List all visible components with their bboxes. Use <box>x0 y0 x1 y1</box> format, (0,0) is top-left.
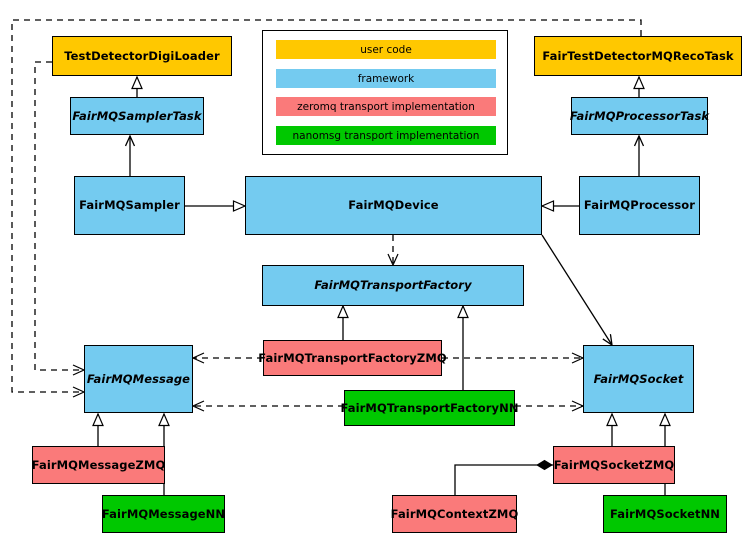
class-label: FairMQSamplerTask <box>72 108 202 123</box>
legend-label-nanomsg: nanomsg transport implementation <box>292 129 480 142</box>
class-label: FairMQSampler <box>79 198 180 213</box>
class-label: FairMQMessageZMQ <box>31 457 166 472</box>
class-label: FairMQSocketZMQ <box>553 457 675 472</box>
class-node-testdetectordigiloader[interactable]: TestDetectorDigiLoader <box>52 36 232 76</box>
class-label: FairMQTransportFactoryNN <box>340 400 519 415</box>
legend-label-framework: framework <box>357 72 415 85</box>
class-node-fairmqprocessor[interactable]: FairMQProcessor <box>579 176 700 235</box>
class-node-fairmqmessagezmq[interactable]: FairMQMessageZMQ <box>32 446 165 484</box>
class-node-fairmqsocketzmq[interactable]: FairMQSocketZMQ <box>553 446 675 484</box>
class-label: FairMQContextZMQ <box>390 506 519 521</box>
class-label: FairTestDetectorMQRecoTask <box>542 48 734 63</box>
class-label: FairMQMessageNN <box>101 506 226 521</box>
class-node-fairmqprocessortask[interactable]: FairMQProcessorTask <box>569 97 710 135</box>
class-node-fairmqsamplertask[interactable]: FairMQSamplerTask <box>70 97 204 135</box>
class-node-fairmqtransportfactoryzmq[interactable]: FairMQTransportFactoryZMQ <box>258 340 447 376</box>
class-label: FairMQTransportFactoryZMQ <box>258 350 447 365</box>
class-node-fairmqmessagenn[interactable]: FairMQMessageNN <box>102 495 225 533</box>
legend-box: user code framework zeromq transport imp… <box>262 30 508 155</box>
class-label: FairMQProcessor <box>583 198 696 213</box>
legend-item-nanomsg: nanomsg transport implementation <box>276 126 496 145</box>
class-label: FairMQTransportFactory <box>314 278 472 293</box>
class-node-fairtestdetectormqrecotask[interactable]: FairTestDetectorMQRecoTask <box>534 36 742 76</box>
class-node-fairmqsocketnn[interactable]: FairMQSocketNN <box>603 495 727 533</box>
class-node-fairmqdevice[interactable]: FairMQDevice <box>245 176 542 235</box>
legend-item-framework: framework <box>276 69 496 88</box>
edge-device-socket <box>541 234 612 345</box>
class-label: TestDetectorDigiLoader <box>64 48 220 63</box>
class-node-fairmqtransportfactory[interactable]: FairMQTransportFactory <box>262 265 524 306</box>
legend-label-user-code: user code <box>360 43 412 56</box>
class-label: FairMQProcessorTask <box>569 108 710 123</box>
legend-item-user-code: user code <box>276 40 496 59</box>
legend-label-zeromq: zeromq transport implementation <box>297 100 475 113</box>
legend-item-zeromq: zeromq transport implementation <box>276 97 496 116</box>
class-node-fairmqtransportfactorynn[interactable]: FairMQTransportFactoryNN <box>340 390 518 426</box>
class-node-fairmqsampler[interactable]: FairMQSampler <box>74 176 185 235</box>
class-node-fairmqcontextzmq[interactable]: FairMQContextZMQ <box>390 495 519 533</box>
edge-digiloader-message <box>34 61 86 376</box>
class-node-fairmqsocket[interactable]: FairMQSocket <box>583 345 694 413</box>
class-label: FairMQDevice <box>348 198 439 213</box>
class-node-fairmqmessage[interactable]: FairMQMessage <box>84 345 193 413</box>
class-label: FairMQSocket <box>593 371 684 386</box>
class-label: FairMQMessage <box>86 371 191 386</box>
class-label: FairMQSocketNN <box>609 506 721 521</box>
